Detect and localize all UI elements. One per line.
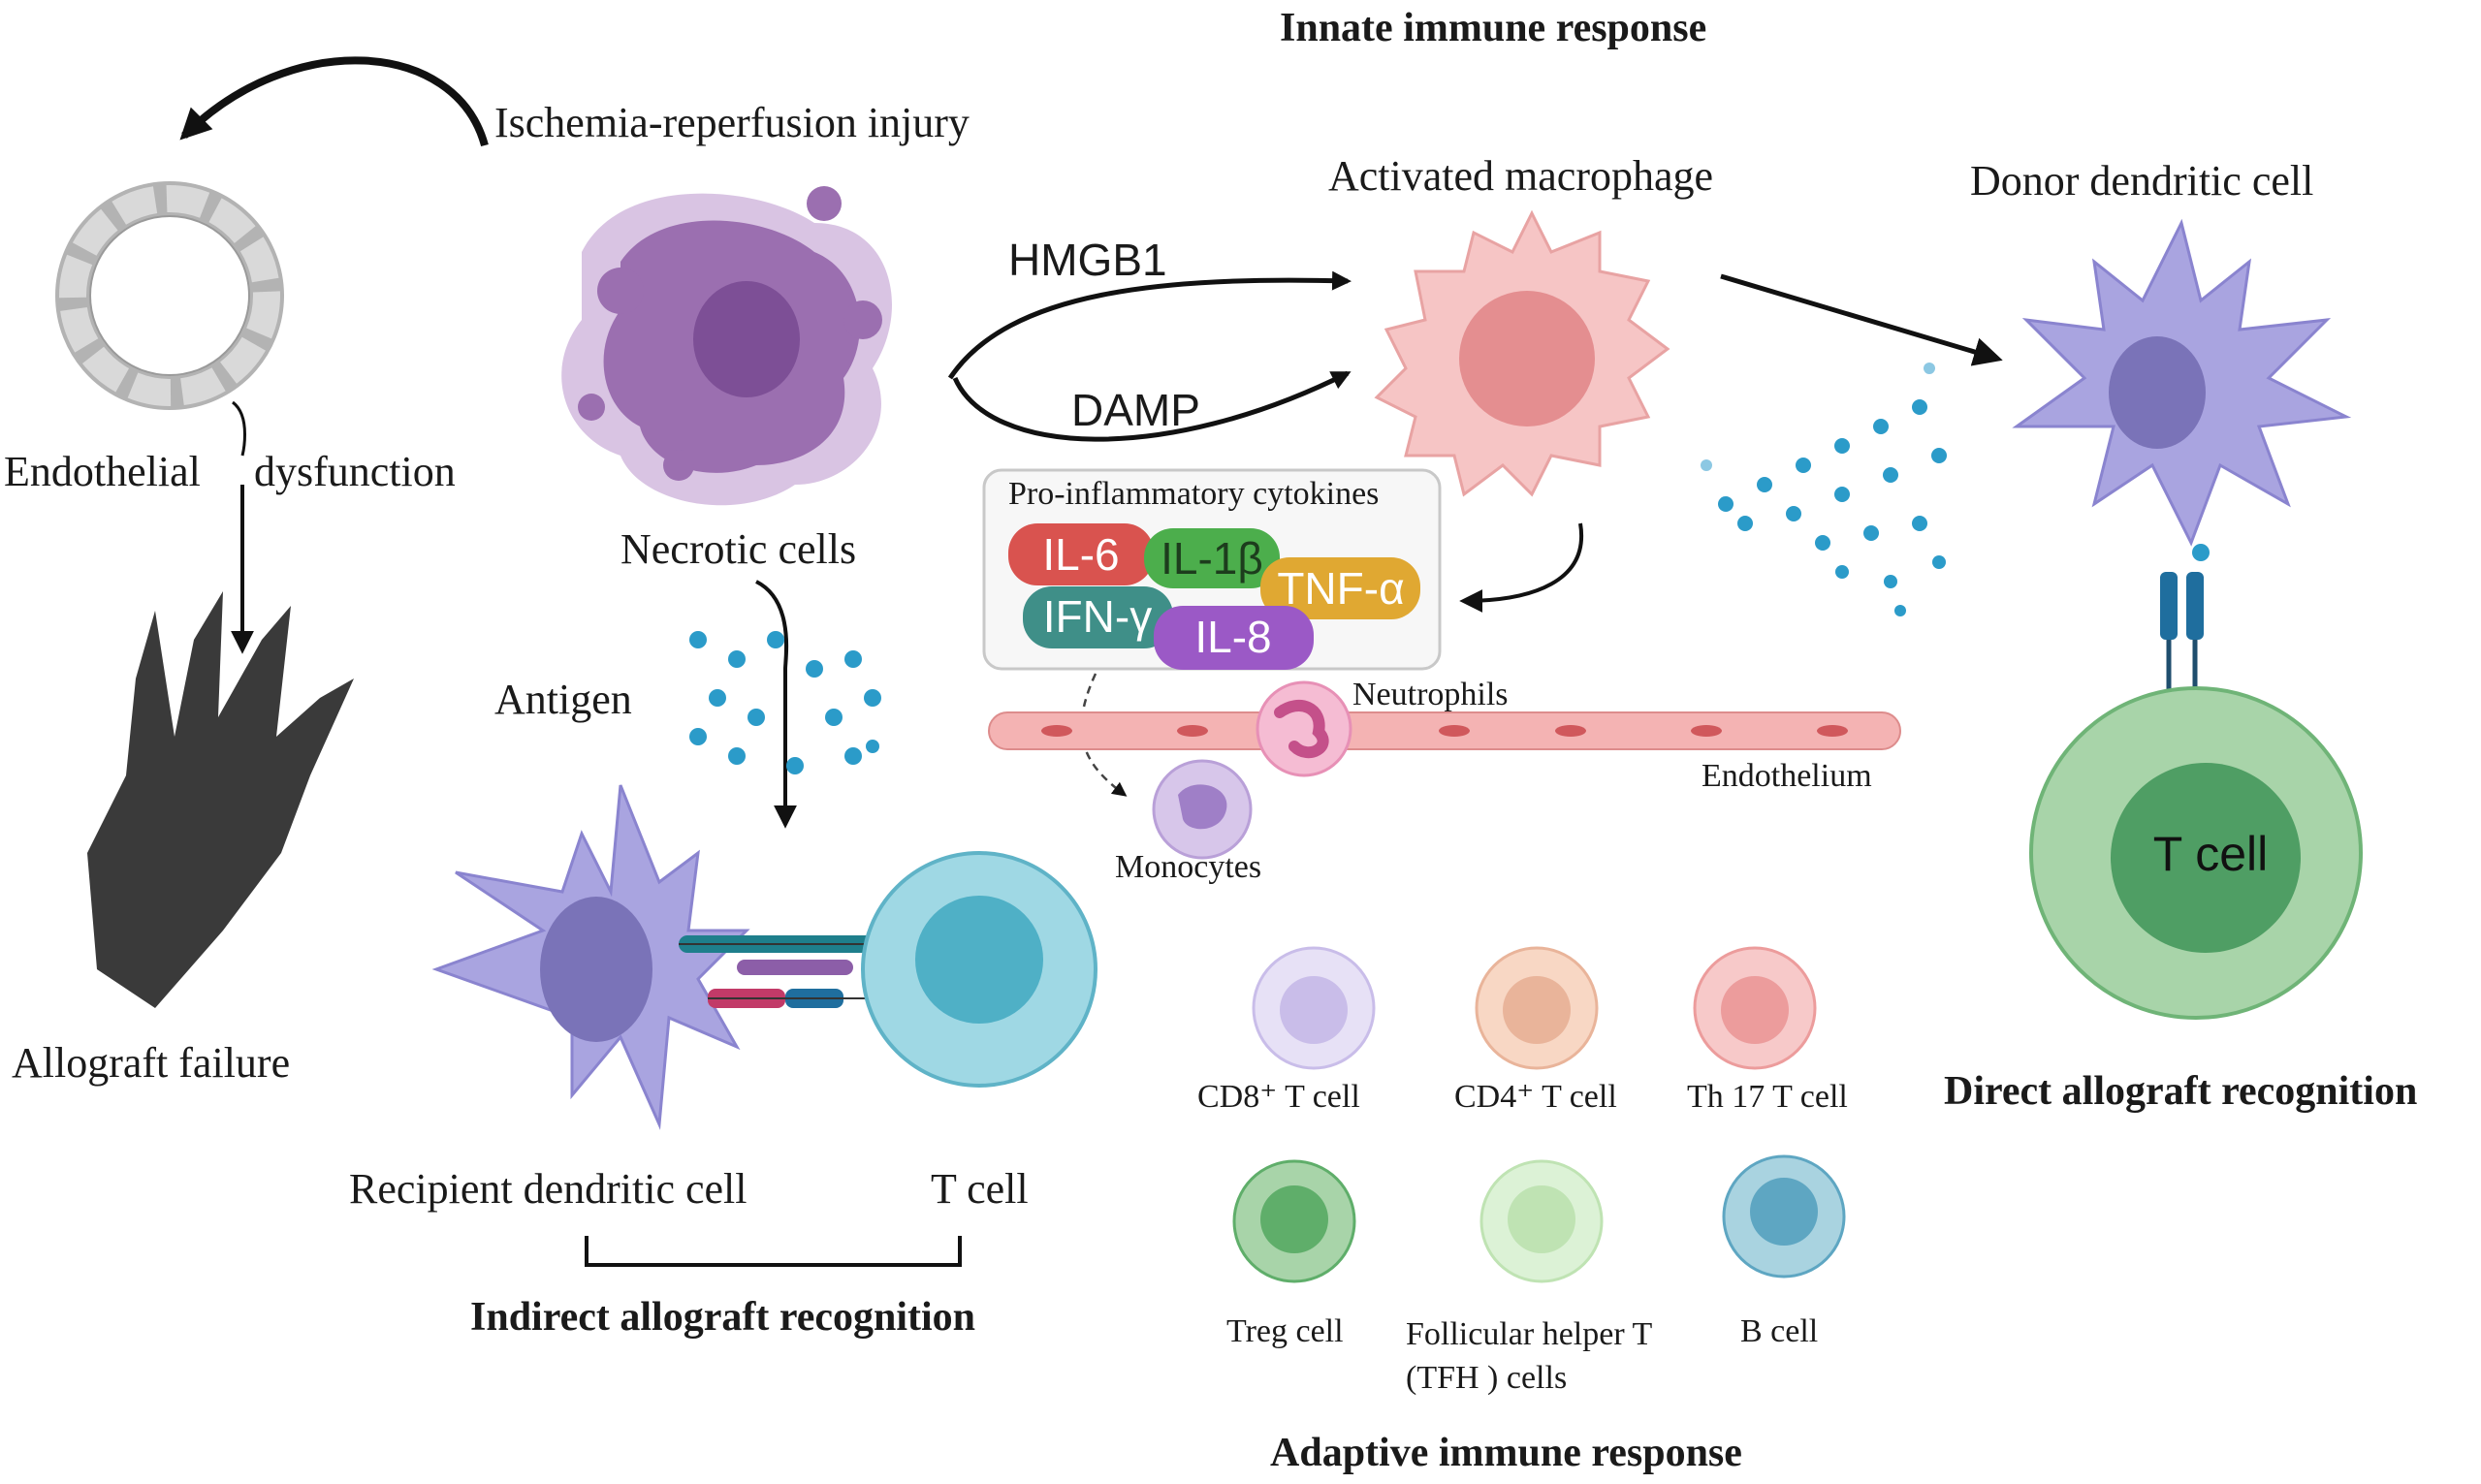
recipient-dendritic-cell-icon: [431, 784, 750, 1130]
neutrophils-label: Neutrophils: [1352, 677, 1509, 712]
hand-icon: [87, 591, 354, 1008]
hmgb1-label: HMGB1: [1008, 235, 1167, 285]
activated-macrophage-label: Activated macrophage: [1328, 152, 1714, 200]
direct-heading: Direct allograft recognition: [1944, 1069, 2418, 1114]
pill-il8-label: IL-8: [1194, 612, 1271, 662]
pill-il1b-label: IL-1β: [1161, 533, 1263, 584]
pill-ifng-label: IFN-γ: [1043, 591, 1152, 642]
endothelium-layer: [988, 711, 1901, 750]
endothelium-label: Endothelium: [1702, 758, 1872, 794]
necrotic-cell-icon: [561, 186, 892, 506]
adaptive-cell-bcell: [1722, 1154, 1846, 1279]
pill-tnfa-label: TNF-α: [1277, 563, 1404, 614]
cd4-label: CD4⁺ T cell: [1454, 1079, 1617, 1115]
pill-tnfa: [1260, 557, 1420, 619]
monocyte-migration-arrow: [1080, 673, 1128, 797]
bcell-label: B cell: [1740, 1313, 1819, 1349]
indirect-t-cell-icon: [861, 851, 1097, 1088]
necrotic-cells-label: Necrotic cells: [620, 525, 857, 573]
macrophage-to-dc-arrow: [1720, 273, 2003, 366]
tfh-label: Follicular helper T: [1406, 1316, 1653, 1352]
recipient-dc-label: Recipient dendritic cell: [349, 1165, 747, 1213]
cytokine-pills: IL-6 IL-1β TNF-α IFN-γ IL-8: [1008, 523, 1420, 670]
vessel-arrow: [231, 400, 246, 457]
donor-dc-label: Donor dendritic cell: [1970, 157, 2314, 205]
vessel-ring-icon: [55, 181, 284, 410]
ischemia-arrow: [179, 56, 489, 147]
tfh-label-2: (TFH ) cells: [1406, 1360, 1568, 1396]
direct-t-cell-icon: [2029, 686, 2363, 1020]
pill-il8: [1154, 606, 1314, 670]
pill-il6: [1008, 523, 1154, 585]
antigen-dots: [689, 631, 881, 774]
endothelial-label: Endothelial: [4, 448, 201, 495]
monocytes-label: Monocytes: [1115, 849, 1262, 885]
dysfunction-label: dysfunction: [254, 448, 456, 495]
pill-il6-label: IL-6: [1042, 529, 1119, 580]
indirect-heading: Indirect allograft recognition: [470, 1295, 976, 1340]
to-cytokines-arrow: [1459, 522, 1584, 613]
hmgb1-arrow: [947, 270, 1352, 380]
adaptive-cell-treg: [1232, 1159, 1356, 1283]
adaptive-cell-cd4: [1475, 946, 1599, 1070]
cytokine-box-title: Pro-inflammatory cytokines: [1008, 476, 1380, 512]
adaptive-cell-th17: [1693, 946, 1817, 1070]
cytokine-dots: [1701, 363, 1947, 616]
ischemia-label: Ischemia-reperfusion injury: [494, 99, 970, 146]
activated-macrophage-icon: [1374, 209, 1670, 497]
innate-heading: Innate immune response: [1280, 6, 1707, 50]
neutrophil-icon: [1256, 680, 1352, 777]
antigen-arrow: [755, 580, 797, 829]
allograft-failure-label: Allograft failure: [12, 1039, 291, 1087]
indirect-bracket: [585, 1236, 962, 1267]
donor-dendritic-cell-icon: [2012, 218, 2352, 547]
treg-label: Treg cell: [1226, 1313, 1344, 1349]
damp-label: DAMP: [1071, 385, 1200, 435]
cd8-label: CD8⁺ T cell: [1197, 1079, 1360, 1115]
damp-arrow: [952, 370, 1352, 442]
pill-il1b: [1144, 528, 1280, 588]
th17-label: Th 17 T cell: [1687, 1079, 1848, 1115]
pill-ifng: [1023, 586, 1173, 648]
indirect-t-cell-label: T cell: [931, 1165, 1029, 1213]
adaptive-cell-cd8: [1252, 946, 1376, 1070]
monocyte-icon: [1152, 759, 1253, 860]
antigen-label: Antigen: [494, 676, 632, 723]
direct-t-cell-label: T cell: [2153, 827, 2269, 881]
mhc-tcr-complex-icon: [679, 935, 892, 1008]
adaptive-heading: Adaptive immune response: [1270, 1431, 1742, 1475]
adaptive-cell-tfh: [1479, 1159, 1604, 1283]
